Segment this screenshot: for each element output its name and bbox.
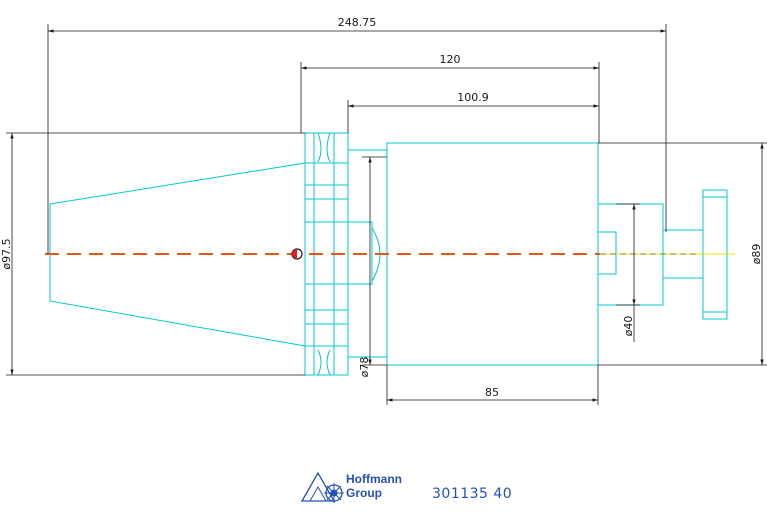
- hoffmann-group-logo-icon: [300, 471, 344, 503]
- dim-diameter-89: ø89: [750, 244, 763, 265]
- dim-length-100-9: 100.9: [457, 91, 489, 104]
- dim-diameter-40: ø40: [622, 316, 635, 337]
- logo-line-1: Hoffmann: [346, 472, 402, 486]
- dim-diameter-78: ø78: [358, 357, 371, 378]
- dimension-lines: [6, 24, 767, 405]
- part-number: 301135 40: [432, 486, 512, 502]
- logo-line-2: Group: [346, 486, 382, 500]
- flange-outline: [304, 132, 387, 376]
- dim-length-85: 85: [485, 386, 499, 399]
- center-line: [45, 248, 735, 260]
- dim-length-120: 120: [440, 53, 461, 66]
- dim-diameter-97-5: ø97.5: [0, 238, 13, 269]
- dim-overall-length: 248.75: [338, 16, 377, 29]
